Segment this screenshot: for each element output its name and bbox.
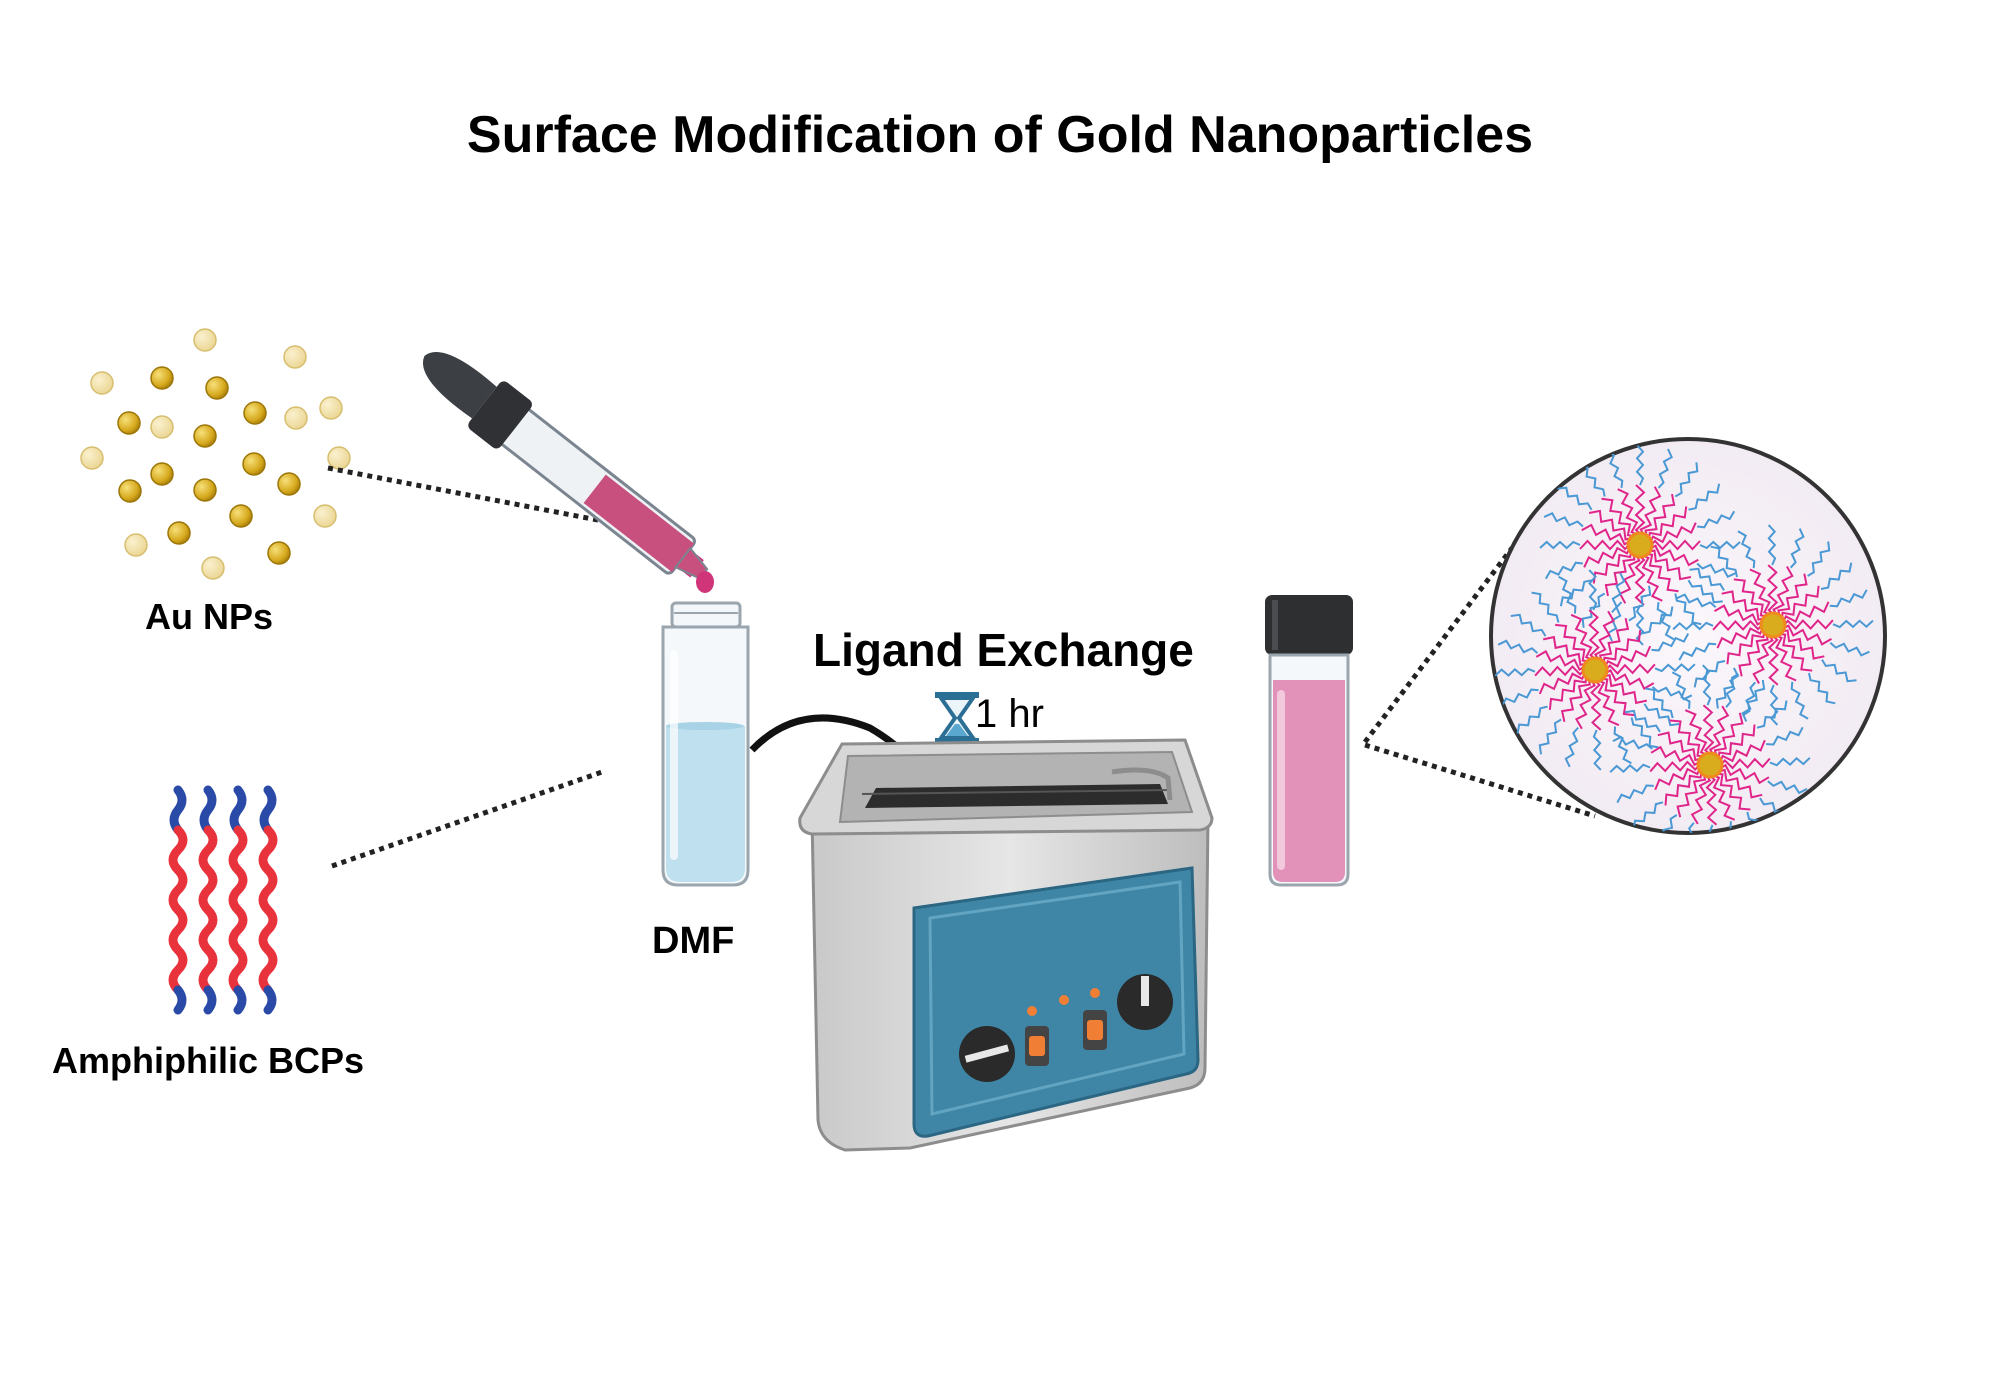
- micelle-corona-chain: [1544, 561, 1584, 580]
- micelle-corona-chain: [1611, 572, 1626, 614]
- dmf-label: DMF: [652, 920, 735, 962]
- micelle-icon: [1489, 437, 1887, 835]
- micelle-corona-chain: [1821, 659, 1857, 683]
- micelle-corona-chain: [1715, 673, 1739, 709]
- micelle-corona-chain: [1494, 667, 1536, 677]
- micelle-corona-chain: [1539, 540, 1581, 550]
- page-title: Surface Modification of Gold Nanoparticl…: [466, 106, 1534, 164]
- micelle-corona-chain: [1538, 718, 1562, 755]
- micelle-corona-chain: [1741, 681, 1757, 722]
- micelle-corona-chain: [1578, 464, 1606, 497]
- hourglass-icon: [935, 692, 979, 744]
- micelle-corona-chain: [1624, 709, 1661, 733]
- micelle-corona-chain: [1643, 703, 1680, 727]
- micelle-corona-chain: [1807, 541, 1831, 577]
- micelle-corona-chain: [1696, 510, 1736, 529]
- micelle-corona-chain: [1543, 512, 1584, 528]
- micelle-corona-chain: [1725, 667, 1740, 708]
- micelle-corona-chain: [1672, 621, 1714, 631]
- micelle-corona-chain: [1832, 619, 1874, 629]
- bcp-connector: [331, 769, 603, 869]
- micelle-corona-chain: [1820, 562, 1853, 590]
- micelle-corona-chain: [1654, 814, 1678, 833]
- connector-lines: [327, 465, 1596, 869]
- micelle-corona-chain: [1558, 575, 1577, 614]
- micelle-corona-chain: [1689, 567, 1725, 591]
- capped-vial-icon: [1265, 595, 1353, 887]
- micelle-corona-chain: [1756, 700, 1788, 729]
- micelle-corona-chain: [1616, 784, 1654, 804]
- ultrasonic-bath-icon: [798, 738, 1214, 1152]
- ligand-exchange-label: Ligand Exchange: [813, 624, 1194, 676]
- magnify-upper-line: [1363, 546, 1514, 744]
- micelle-corona-chain: [1613, 726, 1632, 765]
- micelle-corona-chain: [1500, 688, 1539, 707]
- micelle-corona-chain: [1671, 671, 1691, 709]
- micelle-corona-chain: [1628, 585, 1652, 622]
- micelle-corona-chain: [1701, 664, 1712, 706]
- amphiphilic-bcps-label: Amphiphilic BCPs: [52, 1040, 365, 1081]
- micelle-corona-chain: [1654, 663, 1696, 673]
- micelle-corona-chain: [1645, 687, 1674, 719]
- micelle-corona-chain: [1737, 530, 1756, 569]
- micelle-corona-chain: [1674, 462, 1699, 498]
- micelle-corona-chain: [1742, 679, 1766, 716]
- micelle-corona-chain: [1559, 579, 1592, 607]
- micelle-corona-chain: [1632, 801, 1664, 830]
- micelle-corona-chain: [1609, 763, 1651, 774]
- micelle-corona-chain: [1767, 780, 1808, 795]
- micelle-corona-chain: [1531, 591, 1560, 623]
- micelle-corona-chain: [1581, 592, 1606, 628]
- micelle-corona-chain: [1635, 444, 1645, 486]
- au-connector: [327, 465, 609, 525]
- vial-icon: [661, 601, 750, 887]
- micelle-corona-chain: [1642, 606, 1674, 635]
- micelle-corona-chain: [1612, 735, 1653, 750]
- micelle-corona-chain: [1635, 604, 1645, 646]
- micelle-corona-chain: [1769, 756, 1811, 767]
- micelle-corona-chain: [1657, 448, 1673, 489]
- micelle-corona-chain: [1767, 524, 1777, 566]
- drop-icon: [696, 571, 714, 593]
- micelle-corona-chain: [1808, 672, 1836, 705]
- micelle-corona-chain: [1651, 633, 1690, 652]
- micelle-corona-chain: [1656, 601, 1675, 641]
- micelle-corona-chain: [1676, 593, 1717, 609]
- micelle-corona-chain: [1829, 641, 1870, 657]
- micelle-corona-chain: [1678, 642, 1717, 661]
- duration-label: 1 hr: [975, 692, 1044, 736]
- polymer-chain-icon: [168, 785, 278, 1015]
- micelle-corona-chain: [1789, 528, 1805, 569]
- micelle-corona-chain: [1557, 486, 1593, 511]
- gold-nanoparticle-icon: [80, 328, 351, 580]
- micelle-corona-chain: [1696, 562, 1737, 578]
- micelle-corona-chain: [1592, 729, 1602, 771]
- micelle-corona-chain: [1497, 639, 1539, 654]
- micelle-corona-chain: [1588, 569, 1598, 611]
- micelle-corona-chain: [1510, 613, 1547, 637]
- magnify-lower-line: [1364, 742, 1596, 819]
- micelle-corona-chain: [1790, 681, 1809, 720]
- micelle-corona-chain: [1516, 705, 1548, 734]
- micelle-gold-core: [1581, 656, 1609, 684]
- micelle-gold-core: [1759, 611, 1787, 639]
- micelle-gold-core: [1626, 531, 1654, 559]
- micelle-corona-chain: [1708, 824, 1719, 833]
- micelle-corona-chain: [1829, 589, 1868, 608]
- micelle-corona-chain: [1680, 822, 1695, 833]
- micelle-gold-core: [1696, 751, 1724, 779]
- micelle-corona-chain: [1688, 483, 1721, 511]
- micelle-corona-chain: [1710, 545, 1738, 578]
- micelle-corona-chain: [1687, 579, 1723, 604]
- micelle-corona-chain: [1605, 449, 1624, 489]
- au-nps-label: Au NPs: [145, 596, 274, 637]
- micelle-corona-chain: [1766, 726, 1804, 746]
- micelle-corona-chain: [1564, 726, 1579, 768]
- dropper-icon: [423, 352, 709, 580]
